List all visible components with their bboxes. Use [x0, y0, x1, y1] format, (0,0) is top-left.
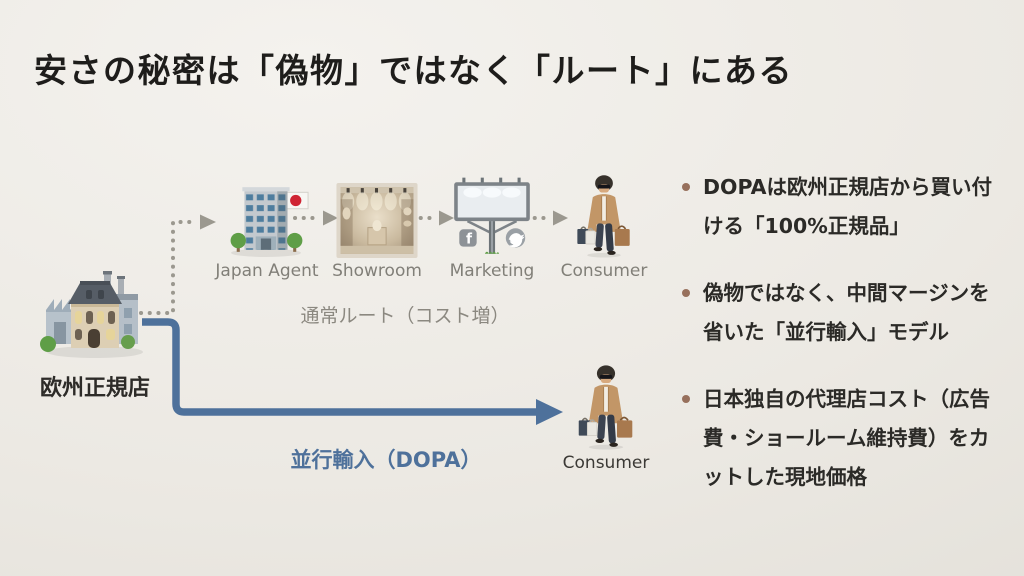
icon-box	[571, 364, 641, 450]
icon-box	[336, 172, 418, 258]
source-europe-store: 欧州正規店	[26, 268, 164, 402]
bullet-item: 偽物ではなく、中間マージンを省いた「並行輸入」モデル	[682, 274, 996, 352]
icon-box	[223, 172, 311, 258]
shopper-icon	[577, 175, 630, 258]
europe-building-icon	[40, 271, 143, 358]
twitter-icon	[505, 228, 526, 248]
showroom-icon	[336, 183, 418, 258]
step-showroom: Showroom	[319, 172, 435, 281]
parallel-route-label: 並行輸入（DOPA）	[290, 448, 482, 472]
bullet-item: 日本独自の代理店コスト（広告費・ショールーム維持費）をカットした現地価格	[682, 380, 996, 497]
bullet-text: DOPAは欧州正規店から買い付ける「100%正規品」	[703, 175, 992, 238]
bullet-dot	[682, 288, 690, 297]
step-japan-agent: Japan Agent	[209, 172, 325, 281]
step-marketing: f Marketing	[434, 172, 550, 281]
facebook-icon: f	[459, 229, 477, 248]
icon-box: f	[446, 172, 538, 258]
icon-box	[570, 172, 638, 258]
step-consumer-direct: Consumer	[548, 364, 664, 473]
normal-route-label: 通常ルート（コスト増）	[300, 305, 510, 327]
svg-text:f: f	[466, 232, 473, 248]
bullet-dot	[682, 183, 690, 191]
parallel-route-path	[142, 318, 538, 416]
bullet-dot	[682, 394, 690, 403]
shopper-icon	[578, 365, 633, 450]
page-title: 安さの秘密は「偽物」ではなく「ルート」にある	[34, 51, 793, 90]
step-label-consumer-direct: Consumer	[562, 453, 650, 473]
source-label: 欧州正規店	[39, 376, 150, 401]
bullet-text: 日本独自の代理店コスト（広告費・ショールーム維持費）をカットした現地価格	[703, 386, 990, 489]
step-label-marketing: Marketing	[449, 261, 535, 281]
step-label-japan-agent: Japan Agent	[215, 261, 319, 281]
step-label-showroom: Showroom	[332, 261, 422, 281]
bullet-item: DOPAは欧州正規店から買い付ける「100%正規品」	[682, 168, 996, 246]
bullet-text: 偽物ではなく、中間マージンを省いた「並行輸入」モデル	[703, 280, 990, 344]
step-label-consumer: Consumer	[560, 261, 648, 281]
japan-agent-building-icon	[230, 187, 309, 257]
step-consumer-top: Consumer	[546, 172, 662, 281]
bullet-list: DOPAは欧州正規店から買い付ける「100%正規品」 偽物ではなく、中間マージン…	[682, 168, 996, 525]
billboard-icon: f	[454, 177, 530, 254]
